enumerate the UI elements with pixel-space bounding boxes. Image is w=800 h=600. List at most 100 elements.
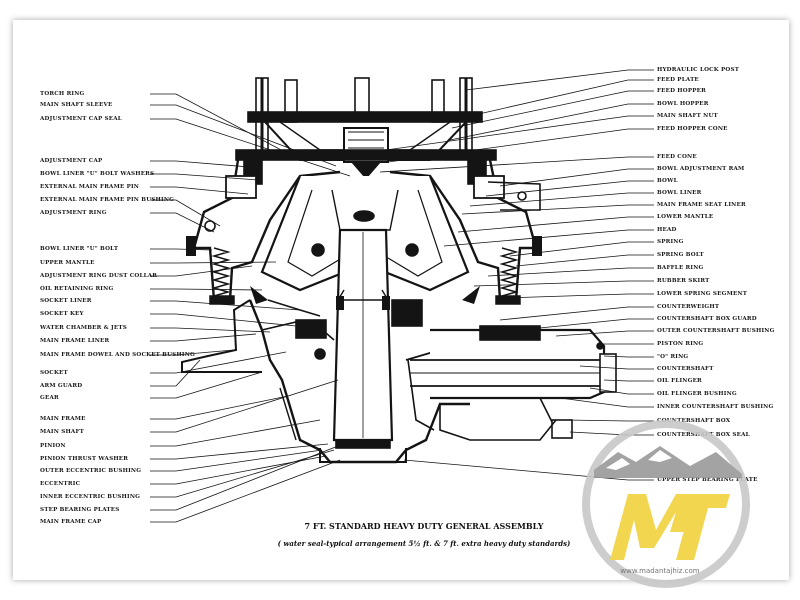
leader-line (150, 459, 341, 523)
logo-letters (610, 494, 730, 560)
callout-label: BOWL (657, 178, 678, 184)
leader-line (150, 351, 287, 374)
leader-line (150, 261, 277, 264)
callout-label: PINION THRUST WASHER (40, 456, 128, 462)
leader-line (150, 199, 221, 227)
callout-label: ARM GUARD (39, 383, 82, 389)
leader-line (150, 443, 329, 460)
leader-line (150, 419, 321, 447)
leader-line (150, 173, 259, 181)
diagram-subtitle: ( water seal-typical arrangement 5½ ft. … (278, 539, 571, 548)
leader-line (150, 449, 323, 472)
callout-label: INNER ECCENTRIC BUSHING (40, 494, 140, 500)
callout-label: RUBBER SKIRT (657, 278, 710, 284)
callout-label: "O" RING (657, 354, 688, 360)
callout-label: WATER CHAMBER & JETS (39, 325, 127, 331)
callout-label: STEP BEARING PLATES (40, 507, 120, 513)
callout-label: SOCKET LINER (40, 298, 92, 304)
callout-label: COUNTERWEIGHT (657, 304, 720, 310)
springs (209, 247, 521, 305)
callout-label: SPRING BOLT (657, 252, 705, 258)
callout-label: BOWL LINER "U" BOLT (40, 246, 119, 252)
callout-label: LOWER SPRING SEGMENT (657, 291, 748, 297)
leader-line (150, 313, 297, 327)
callout-label: PINION (40, 443, 66, 449)
callout-label: BOWL HOPPER (657, 101, 709, 107)
callout-label: EXTERNAL MAIN FRAME PIN BUSHING (40, 197, 174, 203)
leader-line (473, 280, 654, 287)
callout-label: BOWL ADJUSTMENT RAM (657, 166, 744, 172)
callout-label: OUTER ECCENTRIC BUSHING (40, 468, 141, 474)
main-shaft (332, 228, 394, 442)
leader-line (150, 371, 263, 399)
countershaft-box (410, 325, 617, 441)
callout-label: BAFFLE RING (657, 265, 704, 271)
leader-line (379, 156, 654, 173)
callout-label: ADJUSTMENT CAP (39, 158, 103, 164)
callout-label: SOCKET KEY (40, 311, 85, 317)
callout-label: BOWL LINER "U" BOLT WASHERS (40, 171, 154, 177)
leader-line (150, 265, 253, 277)
leader-line (461, 204, 654, 215)
callout-label: FEED CONE (657, 154, 697, 160)
callout-label: MAIN SHAFT NUT (657, 113, 719, 119)
leader-line (603, 355, 654, 358)
callout-label: HYDRAULIC LOCK POST (657, 67, 740, 73)
leader-line (515, 254, 654, 267)
callout-label: MAIN SHAFT (40, 429, 85, 435)
callout-label: LOWER MANTLE (657, 214, 713, 220)
leader-line (403, 459, 654, 481)
leader-line (150, 118, 351, 177)
leader-line (150, 104, 337, 167)
callout-label: SOCKET (40, 370, 68, 376)
leader-line (569, 431, 654, 436)
watermark-logo: www.madantajhiz.com (582, 420, 750, 588)
leader-line (150, 445, 339, 511)
leader-line (387, 128, 654, 163)
leader-line (519, 318, 654, 331)
leader-line (150, 449, 335, 498)
callout-label: EXTERNAL MAIN FRAME PIN (40, 184, 139, 190)
leader-line (565, 419, 654, 422)
callout-label: SPRING (657, 239, 684, 245)
callout-label: COUNTERSHAFT BOX GUARD (657, 316, 757, 322)
leader-line (150, 300, 301, 311)
callout-label: FEED HOPPER CONE (657, 126, 728, 132)
leader-line (589, 387, 654, 395)
callout-label: MAIN FRAME SEAT LINER (657, 202, 746, 208)
leader-line (150, 349, 235, 356)
callout-label: OUTER COUNTERSHAFT BUSHING (657, 328, 775, 334)
leader-line (150, 395, 289, 420)
callout-label: MAIN FRAME CAP (40, 519, 102, 525)
leader-line (150, 333, 257, 342)
callout-label: MAIN FRAME (40, 416, 86, 422)
callout-label: ADJUSTMENT CAP SEAL (39, 116, 122, 122)
callout-label: MAIN SHAFT SLEEVE (40, 102, 112, 108)
leader-line (499, 306, 654, 321)
left-callout-labels: TORCH RING MAIN SHAFT SLEEVE ADJUSTMENT CA… (39, 91, 351, 525)
website-text: www.madantajhiz.com (620, 567, 699, 575)
leader-line (150, 455, 327, 485)
callout-label: ADJUSTMENT RING DUST COLLAR (39, 273, 157, 279)
leader-line (555, 330, 654, 337)
mountain-icon (594, 446, 742, 478)
callout-label: FEED PLATE (657, 77, 699, 83)
callout-label: MAIN FRAME DOWEL AND SOCKET BUSHING (40, 352, 195, 358)
crusher-cross-section (181, 77, 617, 464)
leader-line (509, 241, 654, 257)
leader-line (449, 103, 654, 141)
callout-label: FEED HOPPER (657, 88, 706, 94)
callout-label: ECCENTRIC (40, 481, 81, 487)
main-frame (181, 299, 470, 464)
leader-line (150, 212, 215, 233)
callout-label: BOWL LINER (657, 190, 702, 196)
leader-line (150, 359, 201, 387)
leader-line (469, 79, 654, 117)
leader-line (150, 93, 301, 161)
callout-label: COUNTERSHAFT (657, 366, 714, 372)
callout-label: TORCH RING (40, 91, 85, 97)
leader-line (579, 365, 654, 370)
callout-label: ADJUSTMENT RING (39, 210, 107, 216)
callout-label: INNER COUNTERSHAFT BUSHING (657, 404, 773, 410)
